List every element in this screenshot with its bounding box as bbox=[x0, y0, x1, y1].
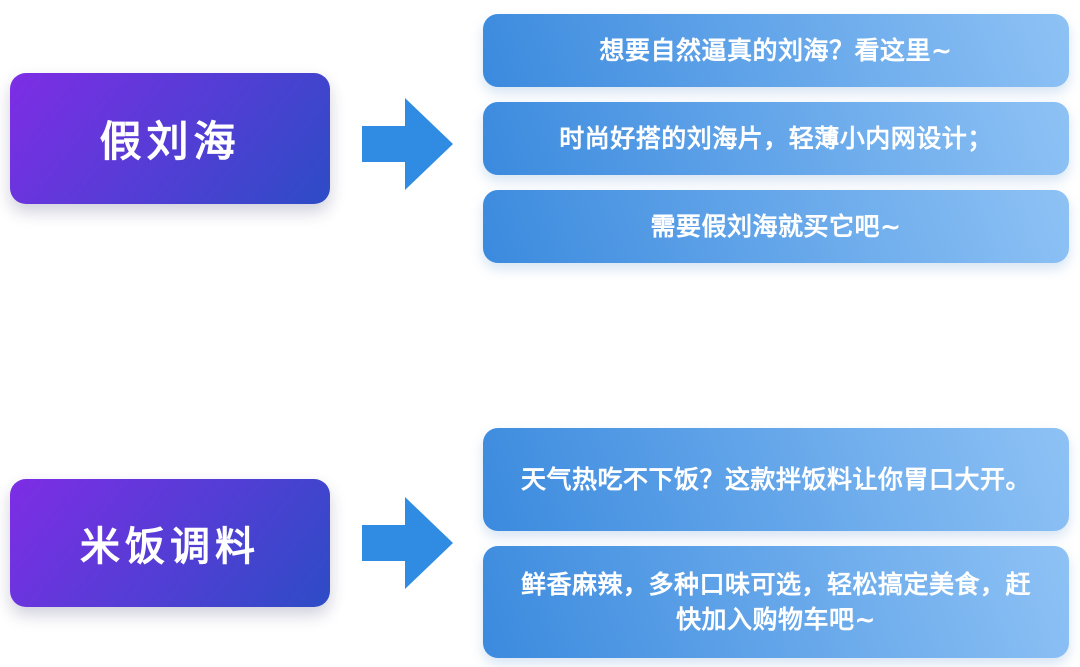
topic-box-rice-seasoning: 米饭调料 bbox=[10, 479, 330, 607]
topic-label: 米饭调料 bbox=[80, 524, 260, 570]
point-text: 鲜香麻辣，多种口味可选，轻松搞定美食，赶快加入购物车吧~ bbox=[520, 570, 1031, 634]
point-box: 时尚好搭的刘海片，轻薄小内网设计； bbox=[483, 102, 1069, 175]
point-box: 天气热吃不下饭？这款拌饭料让你胃口大开。 bbox=[483, 428, 1069, 531]
topic-label: 假刘海 bbox=[99, 117, 241, 166]
point-text: 天气热吃不下饭？这款拌饭料让你胃口大开。 bbox=[520, 465, 1031, 494]
point-text: 需要假刘海就买它吧~ bbox=[650, 212, 902, 241]
topic-box-fake-bangs: 假刘海 bbox=[10, 73, 330, 204]
points-column-rice-seasoning: 天气热吃不下饭？这款拌饭料让你胃口大开。 鲜香麻辣，多种口味可选，轻松搞定美食，… bbox=[483, 428, 1069, 658]
points-column-fake-bangs: 想要自然逼真的刘海？看这里~ 时尚好搭的刘海片，轻薄小内网设计； 需要假刘海就买… bbox=[483, 14, 1069, 263]
point-text: 时尚好搭的刘海片，轻薄小内网设计； bbox=[559, 124, 993, 153]
point-box: 想要自然逼真的刘海？看这里~ bbox=[483, 14, 1069, 87]
point-box: 鲜香麻辣，多种口味可选，轻松搞定美食，赶快加入购物车吧~ bbox=[483, 546, 1069, 658]
right-arrow-icon bbox=[362, 94, 454, 194]
point-box: 需要假刘海就买它吧~ bbox=[483, 190, 1069, 263]
right-arrow-icon bbox=[362, 493, 454, 593]
point-text: 想要自然逼真的刘海？看这里~ bbox=[599, 36, 953, 65]
